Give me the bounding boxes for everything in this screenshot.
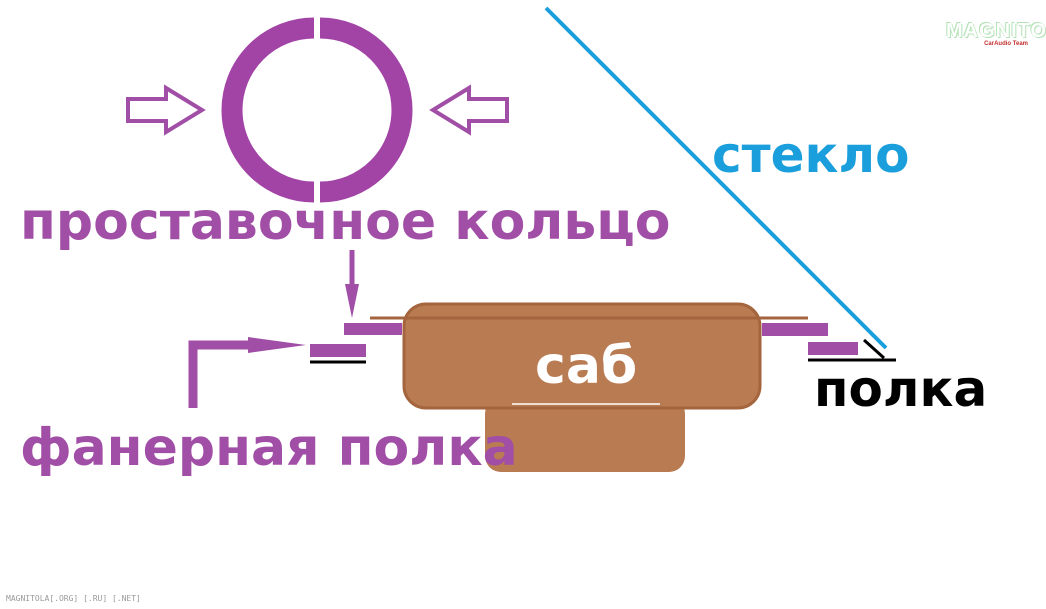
elbow-arrow-shaft [188,340,252,408]
plywood-shelf-left-piece [310,344,366,357]
spacer-ring-left-half [221,17,315,203]
arrow-down-icon [345,250,359,318]
spacer-ring-right-half [319,17,413,203]
arrow-down-head [345,284,359,318]
plywood-shelf-right-piece [808,342,858,355]
shelf-label: полка [814,360,988,418]
elbow-arrow-head [248,337,306,353]
plywood-shelf-label: фанерная полка [20,418,518,478]
elbow-arrow-icon [188,337,306,408]
logo-subtext: CarAudio Team [984,41,1028,47]
logo-text: MAGNITOLA [946,20,1046,42]
subwoofer-magnet [485,398,685,472]
spacer-ring-left-piece [344,323,402,335]
shelf-line-right-tick [862,338,886,360]
glass-label: стекло [712,126,910,184]
subwoofer-label: саб [535,336,638,396]
glass-line [544,6,888,350]
spacer-ring-right-piece [762,323,828,336]
spacer-ring-label: проставочное кольцо [20,192,671,252]
subwoofer-body [402,302,762,410]
spacer-ring-icon [221,17,413,203]
logo: MAGNITOLA CarAudio Team [946,20,1046,50]
arrow-right-icon [126,84,206,136]
watermark: MAGNITOLA[.ORG] [.RU] [.NET] [6,594,141,603]
arrow-left-icon [429,84,509,136]
